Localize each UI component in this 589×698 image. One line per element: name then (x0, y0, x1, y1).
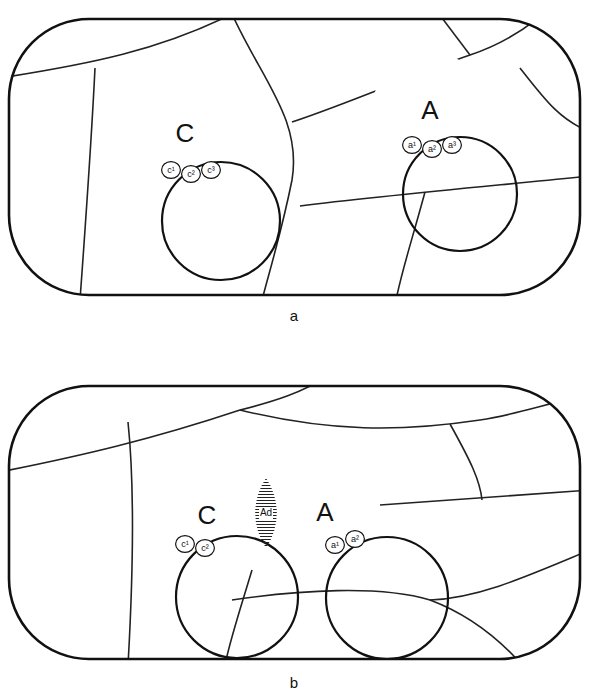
overlap-hatching (255, 478, 277, 548)
lobe-label: a² (351, 535, 359, 544)
nucleus-circle: a¹ a² A (255, 450, 379, 574)
text-holder: a² (345, 530, 365, 548)
lobe-outline (423, 141, 442, 158)
lobe-label: a¹ (408, 141, 416, 150)
nucleus-lobe: a² (345, 530, 365, 548)
lobe-outline (162, 162, 181, 179)
lobe-label: a¹ (331, 541, 339, 550)
lobe-label: c³ (207, 166, 215, 175)
text-holder: a² (422, 140, 442, 158)
circle-ground (125, 52, 488, 577)
overlap-region: Ad (255, 478, 277, 548)
nucleus-lobe: a¹ (402, 136, 422, 154)
nucleus-letter: C (198, 502, 217, 528)
nucleus-circle: c¹ c² c³ C (125, 73, 245, 193)
cell-boundaries (9, 19, 580, 295)
text-holder: c¹ (161, 161, 181, 179)
lobe-label: a³ (448, 141, 456, 150)
nucleus-letter: A (421, 97, 438, 123)
panel-letter: a (290, 308, 298, 323)
nucleus-letter: C (176, 120, 195, 146)
nucleus-lobe: a² (422, 140, 442, 158)
nucleus-lobe: a¹ (325, 536, 345, 554)
circle-ground (125, 73, 245, 193)
nucleus-lobe: a³ (442, 136, 462, 154)
circle-ground (255, 450, 379, 574)
lobe-label: c¹ (181, 540, 189, 549)
text-holder: a¹ (325, 536, 345, 554)
text-holder: A (372, 52, 488, 168)
nucleus-outline (326, 537, 448, 659)
lobe-label: c¹ (167, 166, 175, 175)
overlap-label: Ad (259, 507, 273, 519)
text-holder: Ad (255, 478, 277, 548)
text-holder: A (263, 450, 387, 574)
lobe-outline (182, 166, 201, 183)
lobe-outline (443, 137, 462, 154)
text-holder: c³ (201, 161, 221, 179)
text-holder: c² (195, 539, 215, 557)
lobe-label: c² (187, 170, 195, 179)
nucleus-lobe: c² (181, 165, 201, 183)
nucleus-circle-outline (255, 450, 555, 600)
lobe-outline (202, 162, 221, 179)
lobe-outline (346, 531, 365, 548)
nucleus-circle-outline (153, 453, 453, 603)
nucleus-outline (403, 137, 517, 251)
text-holder: c² (181, 165, 201, 183)
nucleus-lobe: c³ (201, 161, 221, 179)
nucleus-letter: A (316, 499, 333, 525)
circle-ground (153, 453, 277, 577)
panel-letter: b (290, 675, 298, 690)
nucleus-outline (176, 536, 298, 658)
nucleus-circle-outline (125, 73, 425, 223)
nucleus-circle: a¹ a² a³ A (372, 52, 488, 168)
nucleus-lobe: c¹ (161, 161, 181, 179)
text-holder: c¹ (175, 535, 195, 553)
nucleus-outline (162, 162, 280, 280)
lobe-label: c² (201, 544, 209, 553)
nucleus-lobe: c¹ (175, 535, 195, 553)
cell-boundaries (9, 386, 580, 659)
text-holder: a¹ (402, 136, 422, 154)
lobe-outline (196, 540, 215, 557)
lobe-label: a² (428, 145, 436, 154)
cell-outline (9, 386, 580, 659)
lobe-outline (326, 537, 345, 554)
circle-ground (372, 52, 488, 168)
text-holder: C (145, 453, 269, 577)
cell-outline (9, 19, 580, 295)
lobe-outline (403, 137, 422, 154)
nucleus-lobe: c² (195, 539, 215, 557)
nucleus-circle-outline (372, 52, 589, 202)
text-holder: a³ (442, 136, 462, 154)
text-holder: C (125, 73, 245, 193)
lobe-outline (176, 536, 195, 553)
